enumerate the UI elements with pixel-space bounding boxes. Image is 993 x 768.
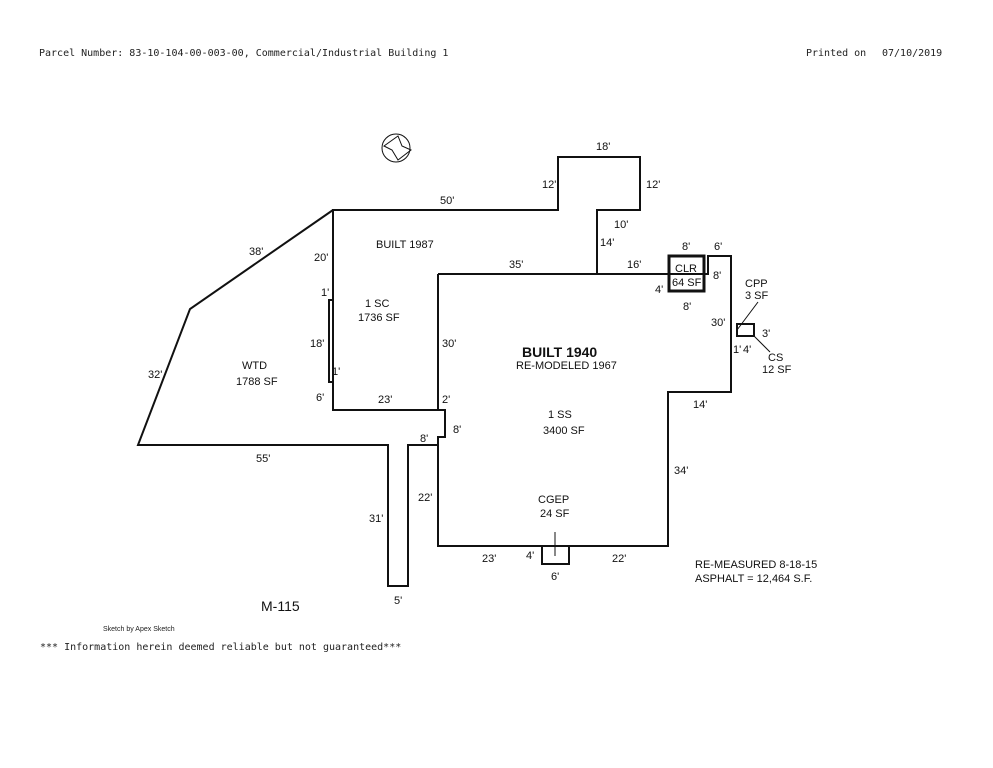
dim-label: 31' xyxy=(369,513,383,525)
dim-label: 14' xyxy=(600,237,614,249)
dim-label: 22' xyxy=(418,492,432,504)
cpp-leader xyxy=(736,301,759,331)
dim-label: 18' xyxy=(596,141,610,153)
dim-label: 2' xyxy=(442,394,450,406)
dim-label: 4' xyxy=(743,344,751,356)
disclaimer-footer: *** Information herein deemed reliable b… xyxy=(40,642,402,653)
dim-label: 14' xyxy=(693,399,707,411)
main-type-label: 1 SS xyxy=(548,409,572,421)
dim-label: 50' xyxy=(440,195,454,207)
sc-type-label: 1 SC xyxy=(365,298,390,310)
wtd-deck-outline xyxy=(136,209,438,587)
dim-label: 23' xyxy=(482,553,496,565)
dim-label: 1' xyxy=(733,344,741,356)
main-built-label: BUILT 1940 xyxy=(522,344,597,360)
dim-label: 8' xyxy=(453,424,461,436)
dim-label: 6' xyxy=(316,392,324,404)
dim-label: 4' xyxy=(526,550,534,562)
dim-label: 12' xyxy=(542,179,556,191)
cs-sf-label: 12 SF xyxy=(762,364,792,376)
dim-label: 8' xyxy=(683,301,691,313)
dim-label: 12' xyxy=(646,179,660,191)
dim-label: 23' xyxy=(378,394,392,406)
road-label: M-115 xyxy=(261,598,300,614)
dim-label: 35' xyxy=(509,259,523,271)
printed-date: 07/10/2019 xyxy=(882,48,943,59)
dim-label: 6' xyxy=(551,571,559,583)
dim-label: 22' xyxy=(612,553,626,565)
dim-label: 4' xyxy=(655,284,663,296)
dim-label: 3' xyxy=(762,328,770,340)
clr-type-label: CLR xyxy=(675,263,697,275)
dim-label: 8' xyxy=(682,241,690,253)
dim-label: 38' xyxy=(249,246,263,258)
dim-label: 32' xyxy=(148,369,162,381)
sketch-credit: Sketch by Apex Sketch xyxy=(103,626,175,633)
main-remodeled-label: RE-MODELED 1967 xyxy=(516,360,617,372)
dim-label: 10' xyxy=(614,219,628,231)
parcel-header: Parcel Number: 83-10-104-00-003-00, Comm… xyxy=(39,48,449,59)
dim-label: 34' xyxy=(674,465,688,477)
cs-leader xyxy=(753,335,771,353)
main-building-outline xyxy=(332,156,732,547)
dim-label: 6' xyxy=(714,241,722,253)
dim-label: 16' xyxy=(627,259,641,271)
wtd-sf-label: 1788 SF xyxy=(236,376,278,388)
remeasured-note: RE-MEASURED 8-18-15 xyxy=(695,559,817,571)
cgep-sf-label: 24 SF xyxy=(540,508,570,520)
clr-box xyxy=(667,254,706,293)
dim-label: 55' xyxy=(256,453,270,465)
clr-sf-label: 64 SF xyxy=(672,277,702,289)
dim-label: 5' xyxy=(394,595,402,607)
sc-built-label: BUILT 1987 xyxy=(376,239,434,251)
dim-label: 1' xyxy=(321,287,329,299)
sc-sf-label: 1736 SF xyxy=(358,312,400,324)
printed-label: Printed on xyxy=(806,48,867,59)
dim-label: 8' xyxy=(713,270,721,282)
dim-label: 20' xyxy=(314,252,328,264)
dim-label: 30' xyxy=(442,338,456,350)
dim-label: 8' xyxy=(420,433,428,445)
sc-west-offset xyxy=(328,299,333,383)
main-sf-label: 3400 SF xyxy=(543,425,585,437)
dim-label: 30' xyxy=(711,317,725,329)
cpp-sf-label: 3 SF xyxy=(745,290,769,302)
cgep-type-label: CGEP xyxy=(538,494,569,506)
north-arrow-icon xyxy=(381,133,412,163)
dim-label: 18' xyxy=(310,338,324,350)
cpp-type-label: CPP xyxy=(745,278,768,290)
dim-label: 1' xyxy=(332,366,340,378)
asphalt-note: ASPHALT = 12,464 S.F. xyxy=(695,573,812,585)
cs-type-label: CS xyxy=(768,352,783,364)
wtd-type-label: WTD xyxy=(242,360,267,372)
